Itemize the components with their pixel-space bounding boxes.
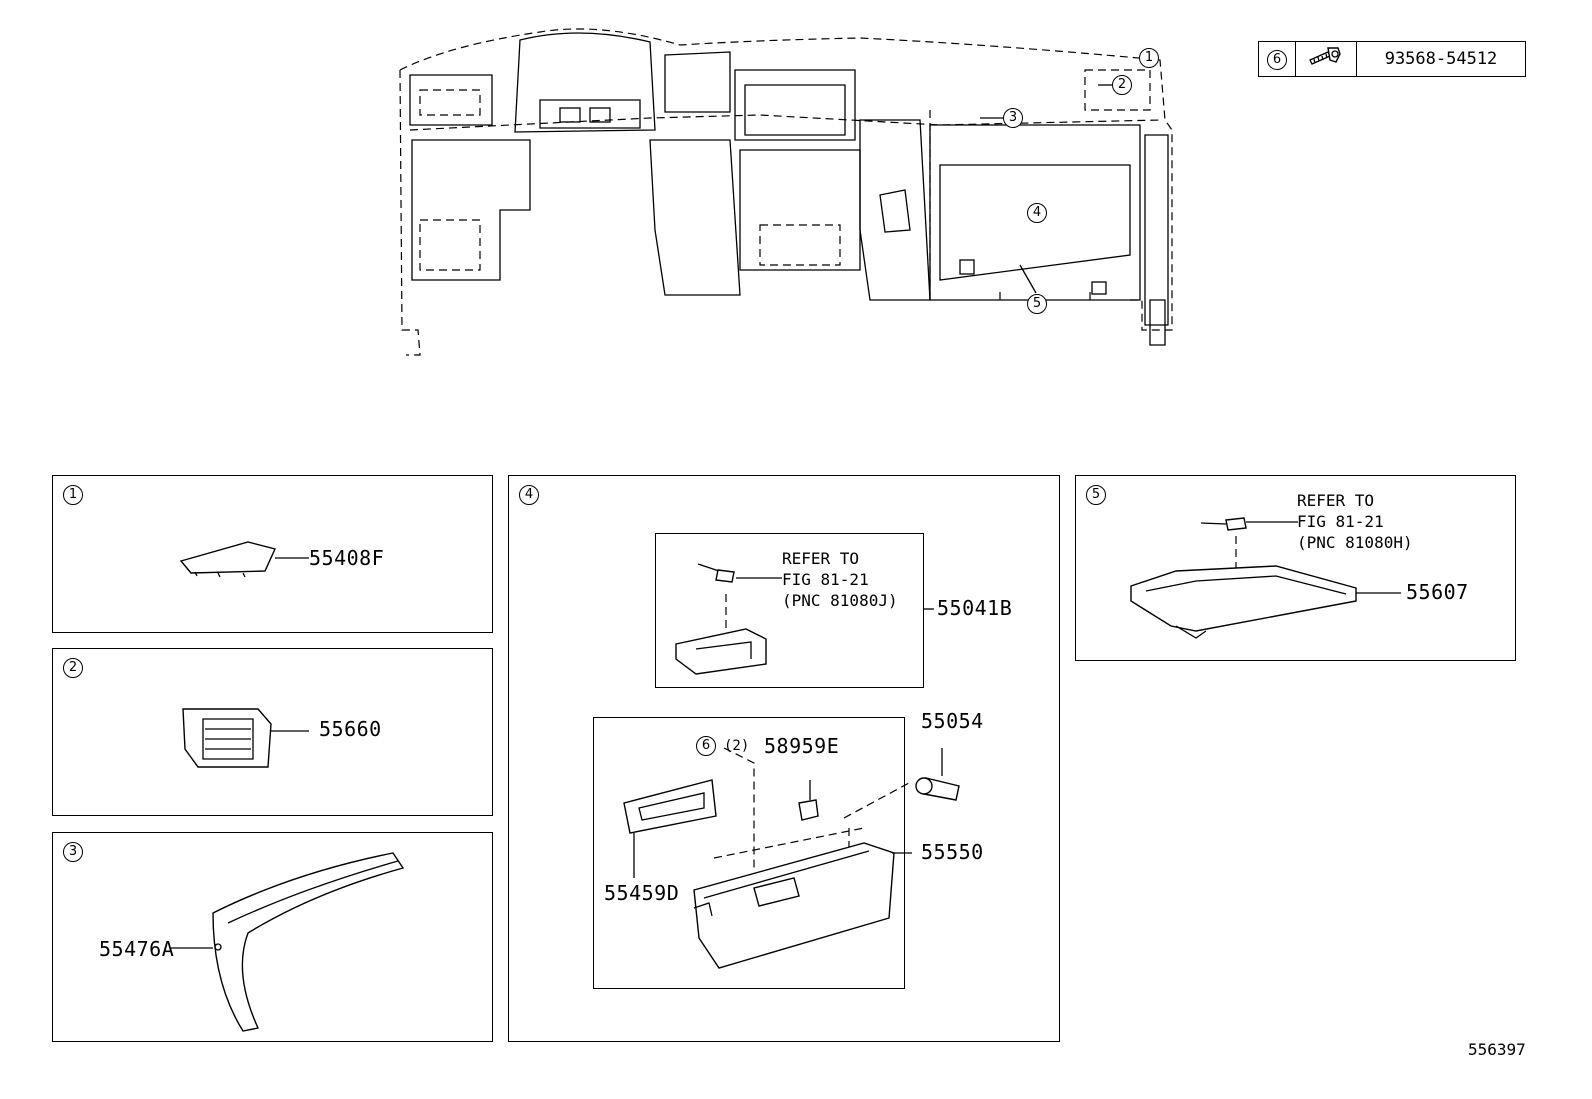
legend-ref-callout: 6 [1267,50,1287,70]
part-number-55476a: 55476A [99,937,175,961]
panel-4-callout: 4 [519,485,539,505]
glove-box-lock-group: REFER TO FIG 81-21 (PNC 81080J) [655,533,924,688]
panel-5: 5 REFER TO FIG 81-21 (PNC 81080H) 55607 [1075,475,1516,661]
panel-1-callout: 1 [63,485,83,505]
lock-assembly-drawing [675,563,782,675]
part-number-58959e: 58959E [764,734,840,758]
note-refer-81080h: REFER TO FIG 81-21 (PNC 81080H) [1297,491,1413,552]
glove-box-cover-drawing [1130,517,1401,639]
leader-55041b [924,608,934,610]
screw-ref-callout: 6 [696,736,716,756]
panel-2: 2 55660 [52,648,493,816]
part-number-55459d: 55459D [604,881,680,905]
screw-qty: (2) [724,738,750,754]
callout-4: 4 [1027,203,1047,223]
glove-box-drawing [623,747,960,969]
legend-part-number: 93568-54512 [1356,41,1526,77]
part-number-55607: 55607 [1406,580,1469,604]
fastener-legend: 6 93568-54512 [1258,41,1526,77]
panel-5-callout: 5 [1086,485,1106,505]
part-number-55550: 55550 [921,840,984,864]
side-trim-drawing [171,852,405,1032]
callout-3: 3 [1003,108,1023,128]
part-number-55408f: 55408F [309,546,385,570]
note-refer-81080j: REFER TO FIG 81-21 (PNC 81080J) [782,549,898,610]
screw-icon [1295,41,1357,77]
part-number-55660: 55660 [319,717,382,741]
callout-5: 5 [1027,294,1047,314]
panel-4: 4 REFER TO FIG 81-21 (PNC 81080J) 55041B [508,475,1060,1042]
callout-2: 2 [1112,75,1132,95]
part-number-55054: 55054 [921,709,984,733]
panel-3-callout: 3 [63,842,83,862]
glove-box-group: 6 (2) 58959E 55459D [593,717,960,989]
bezel-drawing [179,541,309,578]
panel-2-callout: 2 [63,658,83,678]
panel-1: 1 55408F [52,475,493,633]
panel-3: 3 55476A [52,832,493,1042]
part-number-55041b: 55041B [937,596,1013,620]
callout-1: 1 [1139,48,1159,68]
air-vent-drawing [182,708,309,768]
figure-id: 556397 [1468,1040,1526,1059]
